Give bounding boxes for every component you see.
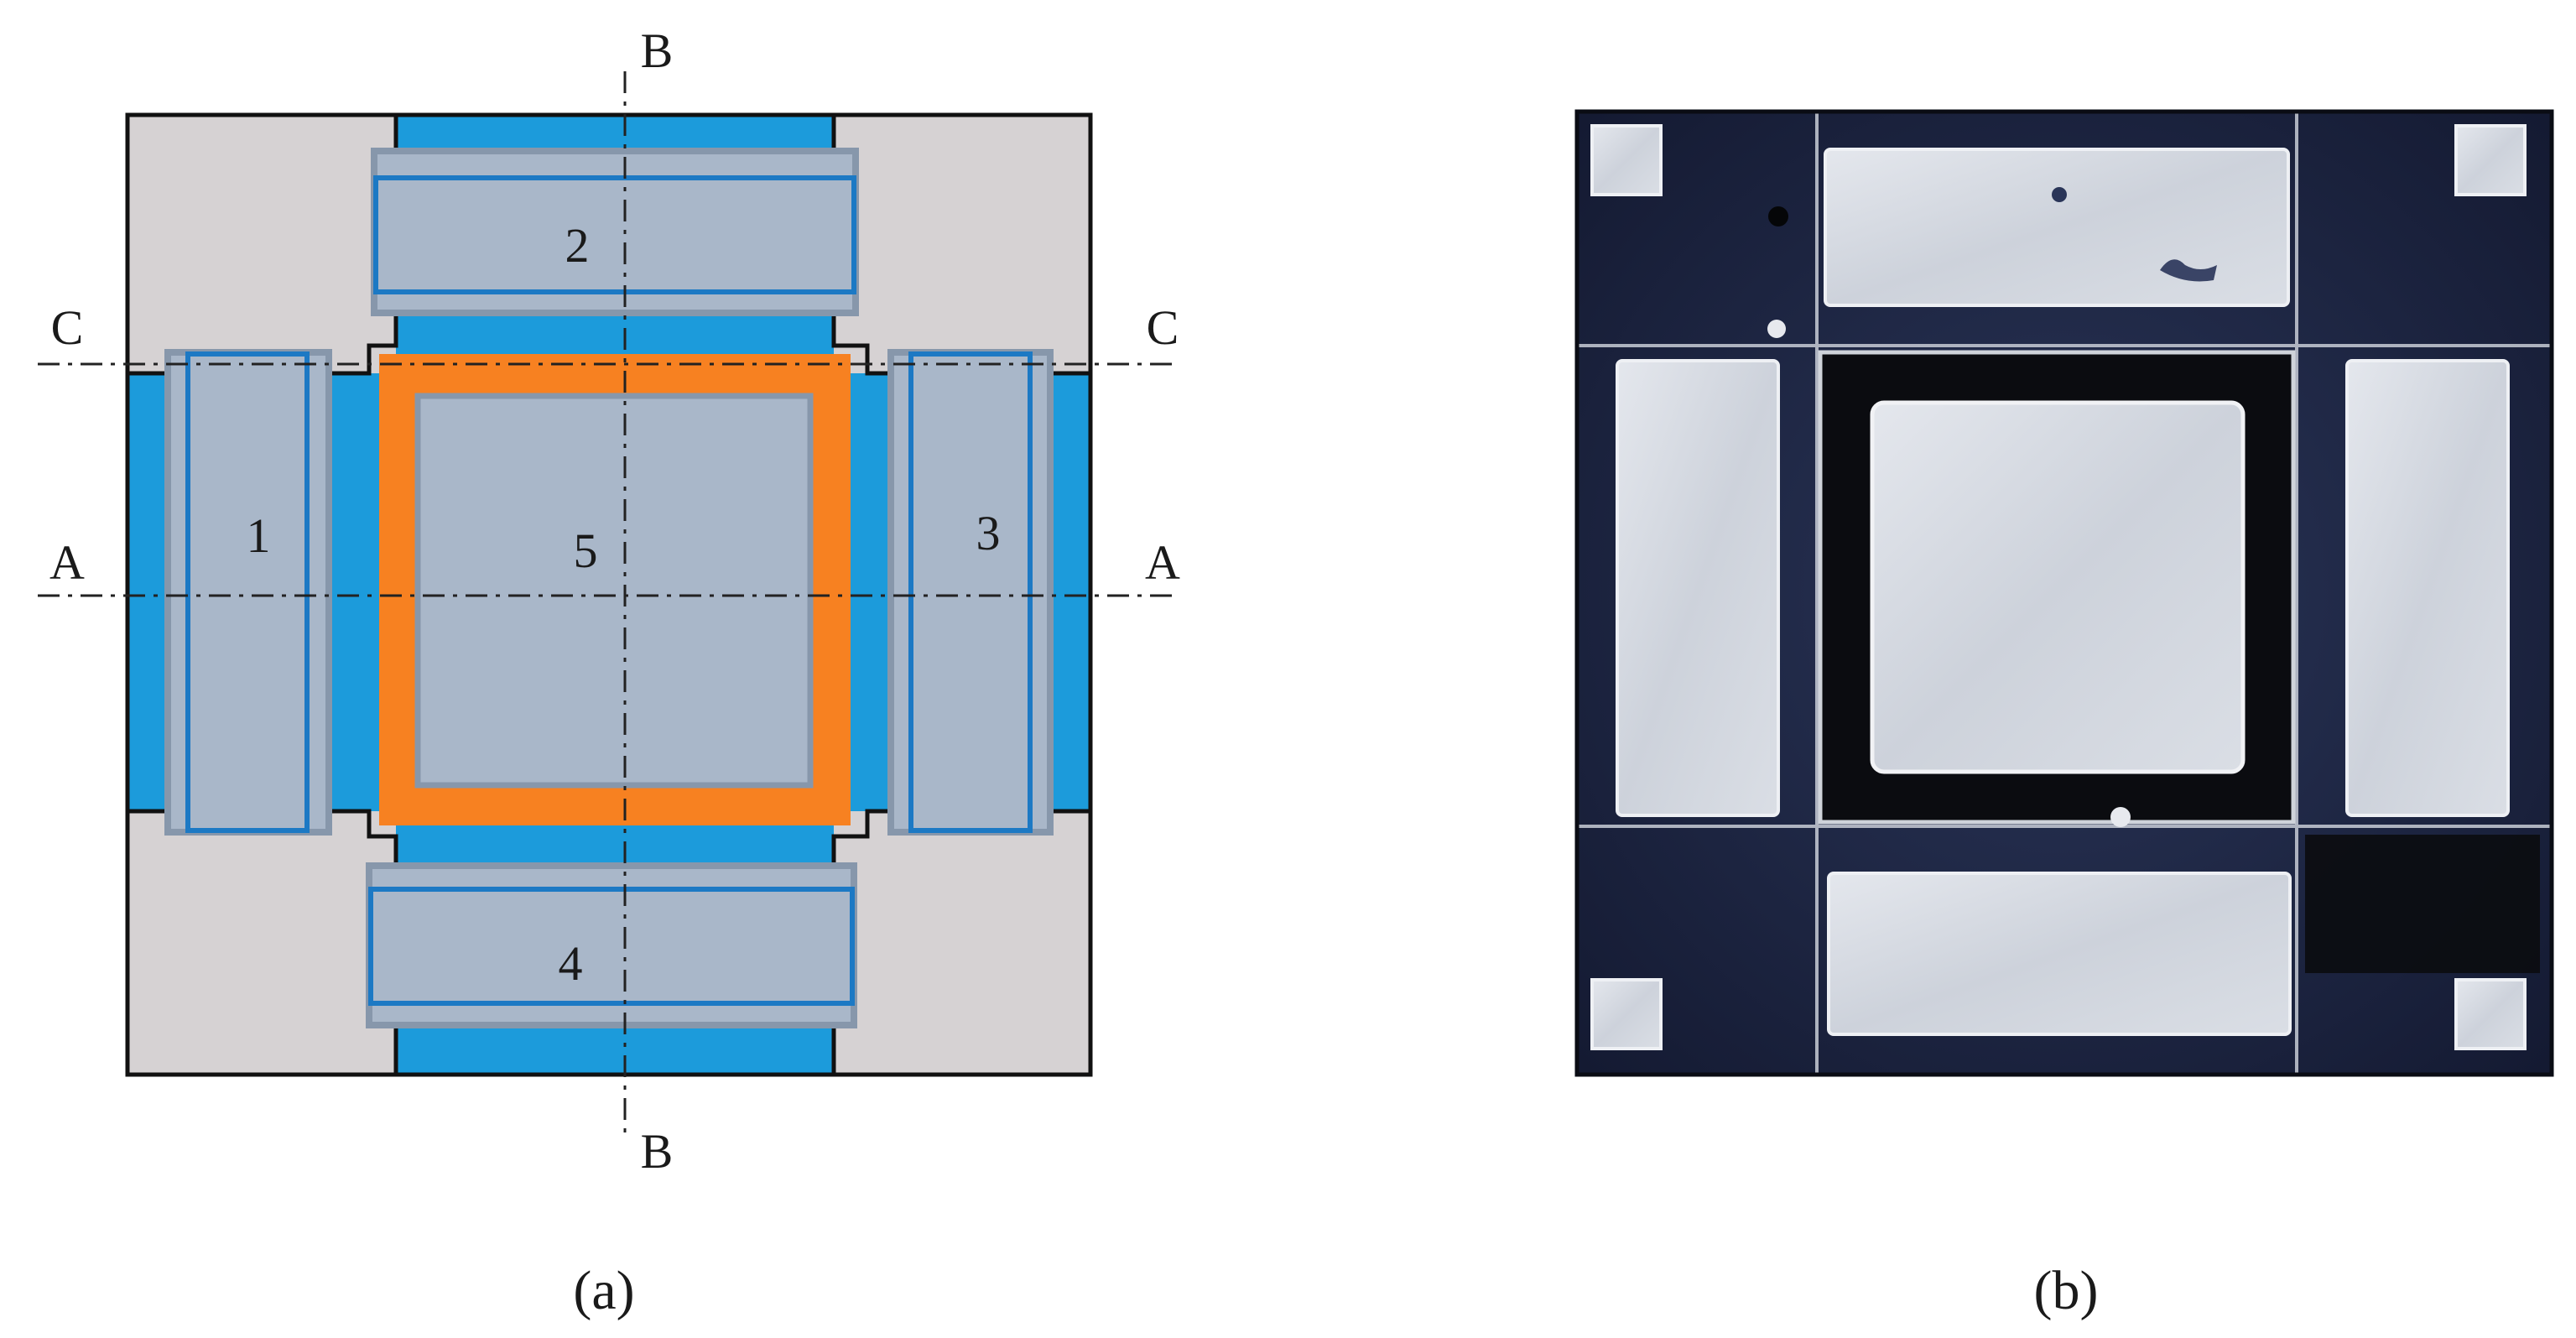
- panel-b-micrograph: [1574, 109, 2554, 1077]
- pad-4: [366, 862, 857, 1028]
- micro-defect-4: [1767, 320, 1786, 338]
- pad-5: [414, 393, 814, 789]
- label-axis-b-top: B: [641, 23, 674, 78]
- micro-pad-left: [1616, 359, 1780, 817]
- micro-center-pad: [1870, 400, 2246, 774]
- label-pad-3: 3: [976, 506, 1001, 560]
- label-axis-c-left: C: [51, 300, 84, 355]
- micro-defect-5: [2160, 259, 2217, 282]
- micro-defect-1: [2052, 187, 2067, 202]
- label-axis-a-right: A: [1145, 535, 1180, 590]
- label-pad-5: 5: [574, 523, 598, 578]
- micro-corner-pad-bl: [1590, 978, 1663, 1050]
- section-lines: [38, 71, 1174, 1137]
- micro-corner-pad-tr: [2454, 124, 2527, 196]
- pad-2: [371, 148, 859, 316]
- pad-3: [887, 349, 1054, 836]
- caption-b: (b): [2034, 1260, 2099, 1321]
- micrograph-tracks: [1577, 112, 2552, 1075]
- micro-pad-bottom: [1827, 872, 2292, 1036]
- panel-a-schematic: 1 2 3 4 5 B B C C A A: [38, 23, 1180, 1179]
- pad-1: [164, 349, 332, 836]
- label-pad-1: 1: [247, 508, 271, 563]
- micro-pad-top: [1824, 148, 2290, 307]
- label-pad-2: 2: [565, 218, 590, 273]
- micro-frame: [1574, 109, 2554, 1077]
- label-axis-b-bottom: B: [641, 1124, 674, 1179]
- micro-corner-pad-br: [2454, 978, 2527, 1050]
- micro-dark-region-br: [2305, 835, 2540, 973]
- micro-defect-3: [2110, 807, 2131, 827]
- label-pad-4: 4: [559, 936, 583, 991]
- micro-pad-right: [2345, 359, 2510, 817]
- caption-a: (a): [573, 1260, 634, 1321]
- micro-corner-pad-tl: [1590, 124, 1663, 196]
- label-axis-c-right: C: [1147, 300, 1179, 355]
- micro-defect-2: [1768, 206, 1788, 226]
- label-axis-a-left: A: [49, 535, 85, 590]
